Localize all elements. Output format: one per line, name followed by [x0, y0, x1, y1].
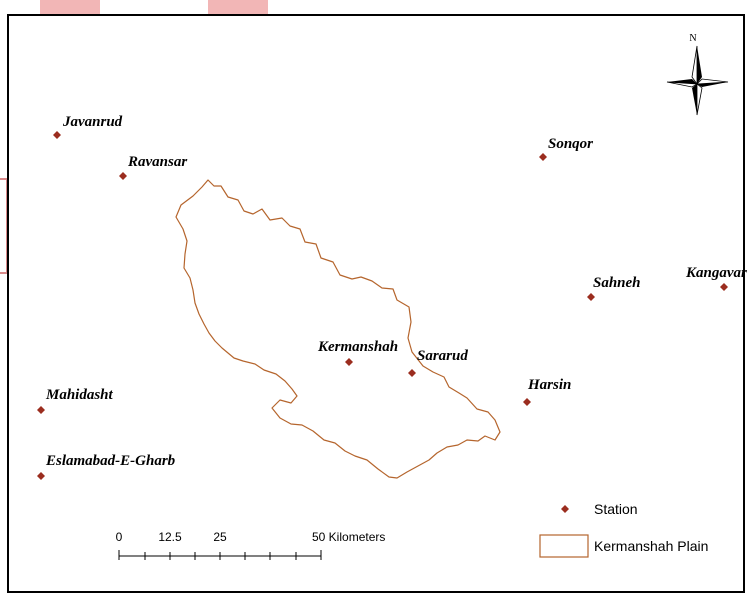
station-marker	[53, 131, 61, 139]
station-marker	[523, 398, 531, 406]
station-sararud: Sararud	[408, 348, 468, 377]
station-label: Mahidasht	[45, 387, 114, 403]
station-label: Sararud	[417, 348, 468, 364]
station-mahidasht: Mahidasht	[37, 387, 114, 414]
station-marker	[408, 369, 416, 377]
scale-tick-label: 25	[213, 530, 227, 544]
station-marker	[37, 406, 45, 414]
legend-station-symbol	[561, 505, 569, 513]
station-label: Kermanshah	[317, 339, 398, 355]
scale-tick-label: 12.5	[158, 530, 182, 544]
station-javanrud: Javanrud	[53, 114, 123, 139]
station-label: Eslamabad-E-Gharb	[45, 453, 176, 469]
station-label: Javanrud	[62, 114, 123, 130]
station-marker	[587, 293, 595, 301]
station-marker	[37, 472, 45, 480]
station-eslamabad: Eslamabad-E-Gharb	[37, 453, 176, 480]
station-label: Sonqor	[548, 136, 593, 152]
station-marker	[345, 358, 353, 366]
station-kermanshah: Kermanshah	[317, 339, 398, 366]
legend-station-label: Station	[594, 501, 638, 517]
top-edge-mark-left	[40, 0, 100, 14]
legend: Station Kermanshah Plain	[539, 501, 708, 558]
compass-rose-icon: N	[666, 33, 729, 116]
station-sahneh: Sahneh	[587, 275, 641, 301]
kermanshah-plain-boundary	[175, 179, 501, 479]
station-harsin: Harsin	[523, 377, 571, 406]
station-ravansar: Ravansar	[119, 154, 187, 180]
station-sonqor: Sonqor	[539, 136, 593, 161]
scale-bar-line	[118, 550, 322, 560]
scale-bar: 0 12.5 25 50 Kilometers	[116, 530, 385, 560]
legend-plain-symbol	[539, 534, 589, 558]
station-marker	[539, 153, 547, 161]
north-label: N	[689, 33, 696, 44]
station-label: Kangavar	[685, 265, 747, 281]
scale-tick-label: 0	[116, 530, 123, 544]
station-label: Sahneh	[593, 275, 641, 291]
station-label: Ravansar	[127, 154, 187, 170]
station-marker	[720, 283, 728, 291]
scale-tick-label: 50 Kilometers	[312, 530, 385, 544]
legend-plain-label: Kermanshah Plain	[594, 538, 708, 554]
station-marker	[119, 172, 127, 180]
station-label: Harsin	[527, 377, 571, 393]
station-kangavar: Kangavar	[685, 265, 747, 291]
map-frame	[7, 14, 745, 593]
top-edge-mark-right	[208, 0, 268, 14]
